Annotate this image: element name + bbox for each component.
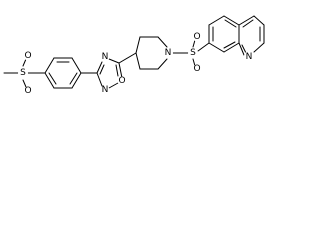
bond-quinoline <box>253 42 265 53</box>
bond-oxadiazole-piperidine <box>118 52 137 64</box>
bond-benzene-inner <box>69 72 78 85</box>
atom-s-left: S <box>20 68 26 78</box>
bond-oxadiazole <box>118 62 123 79</box>
bond-oxadiazole-double <box>115 64 119 77</box>
bond-quinoline <box>223 15 240 26</box>
bond-benzene <box>44 57 55 74</box>
bond-oxadiazole <box>108 82 119 89</box>
bonds <box>3 15 265 89</box>
bond-quinoline-inner <box>242 19 254 28</box>
bond-piperidine <box>157 36 168 48</box>
bond-benzene <box>71 72 82 89</box>
bond-oxadiazole <box>108 58 120 64</box>
bond-s-o-bottom-left <box>22 79 27 88</box>
atom-n-oxadiazole-bottom: N <box>102 85 109 95</box>
atom-o-bottom-right: O <box>193 64 200 74</box>
atom-labels: S O O N N O N S O O N <box>18 32 254 96</box>
atom-n-quinoline: N <box>246 52 253 62</box>
bond-piperidine <box>135 52 141 70</box>
atom-o-oxadiazole: O <box>118 76 125 86</box>
bond-quinoline <box>253 15 265 26</box>
atom-n-piperidine: N <box>165 48 172 58</box>
bond-s-o-bottom-right <box>192 58 196 67</box>
bond-oxadiazole <box>96 72 103 87</box>
bond-quinoline-inner <box>224 19 237 28</box>
atom-o-top-left: O <box>24 51 31 61</box>
atom-o-bottom-left: O <box>24 86 31 96</box>
bond-piperidine <box>135 36 141 54</box>
atom-n-oxadiazole-top: N <box>102 52 109 62</box>
molecule-structure: S O O N N O N S O O N <box>3 15 265 96</box>
bond-oxadiazole <box>96 61 103 74</box>
bond-s-o-top-left <box>22 58 27 67</box>
bond-s-o-top-right <box>192 39 196 48</box>
bond-quinoline <box>238 15 255 26</box>
atom-s-right: S <box>190 48 196 58</box>
atom-o-top-right: O <box>193 32 200 42</box>
bond-quinoline <box>208 15 225 26</box>
bond-benzene <box>44 72 55 89</box>
bond-quinoline-inner <box>223 41 236 49</box>
bond-quinoline <box>223 42 240 53</box>
bond-quinoline <box>208 42 225 53</box>
bond-benzene-inner <box>48 72 57 85</box>
bond-benzene <box>71 57 82 74</box>
bond-piperidine <box>157 58 168 70</box>
bond-oxadiazole-double <box>99 64 105 75</box>
bond-s-quinoline <box>197 42 210 52</box>
bond-quinoline-inner <box>241 44 247 54</box>
bond-quinoline <box>238 42 245 56</box>
